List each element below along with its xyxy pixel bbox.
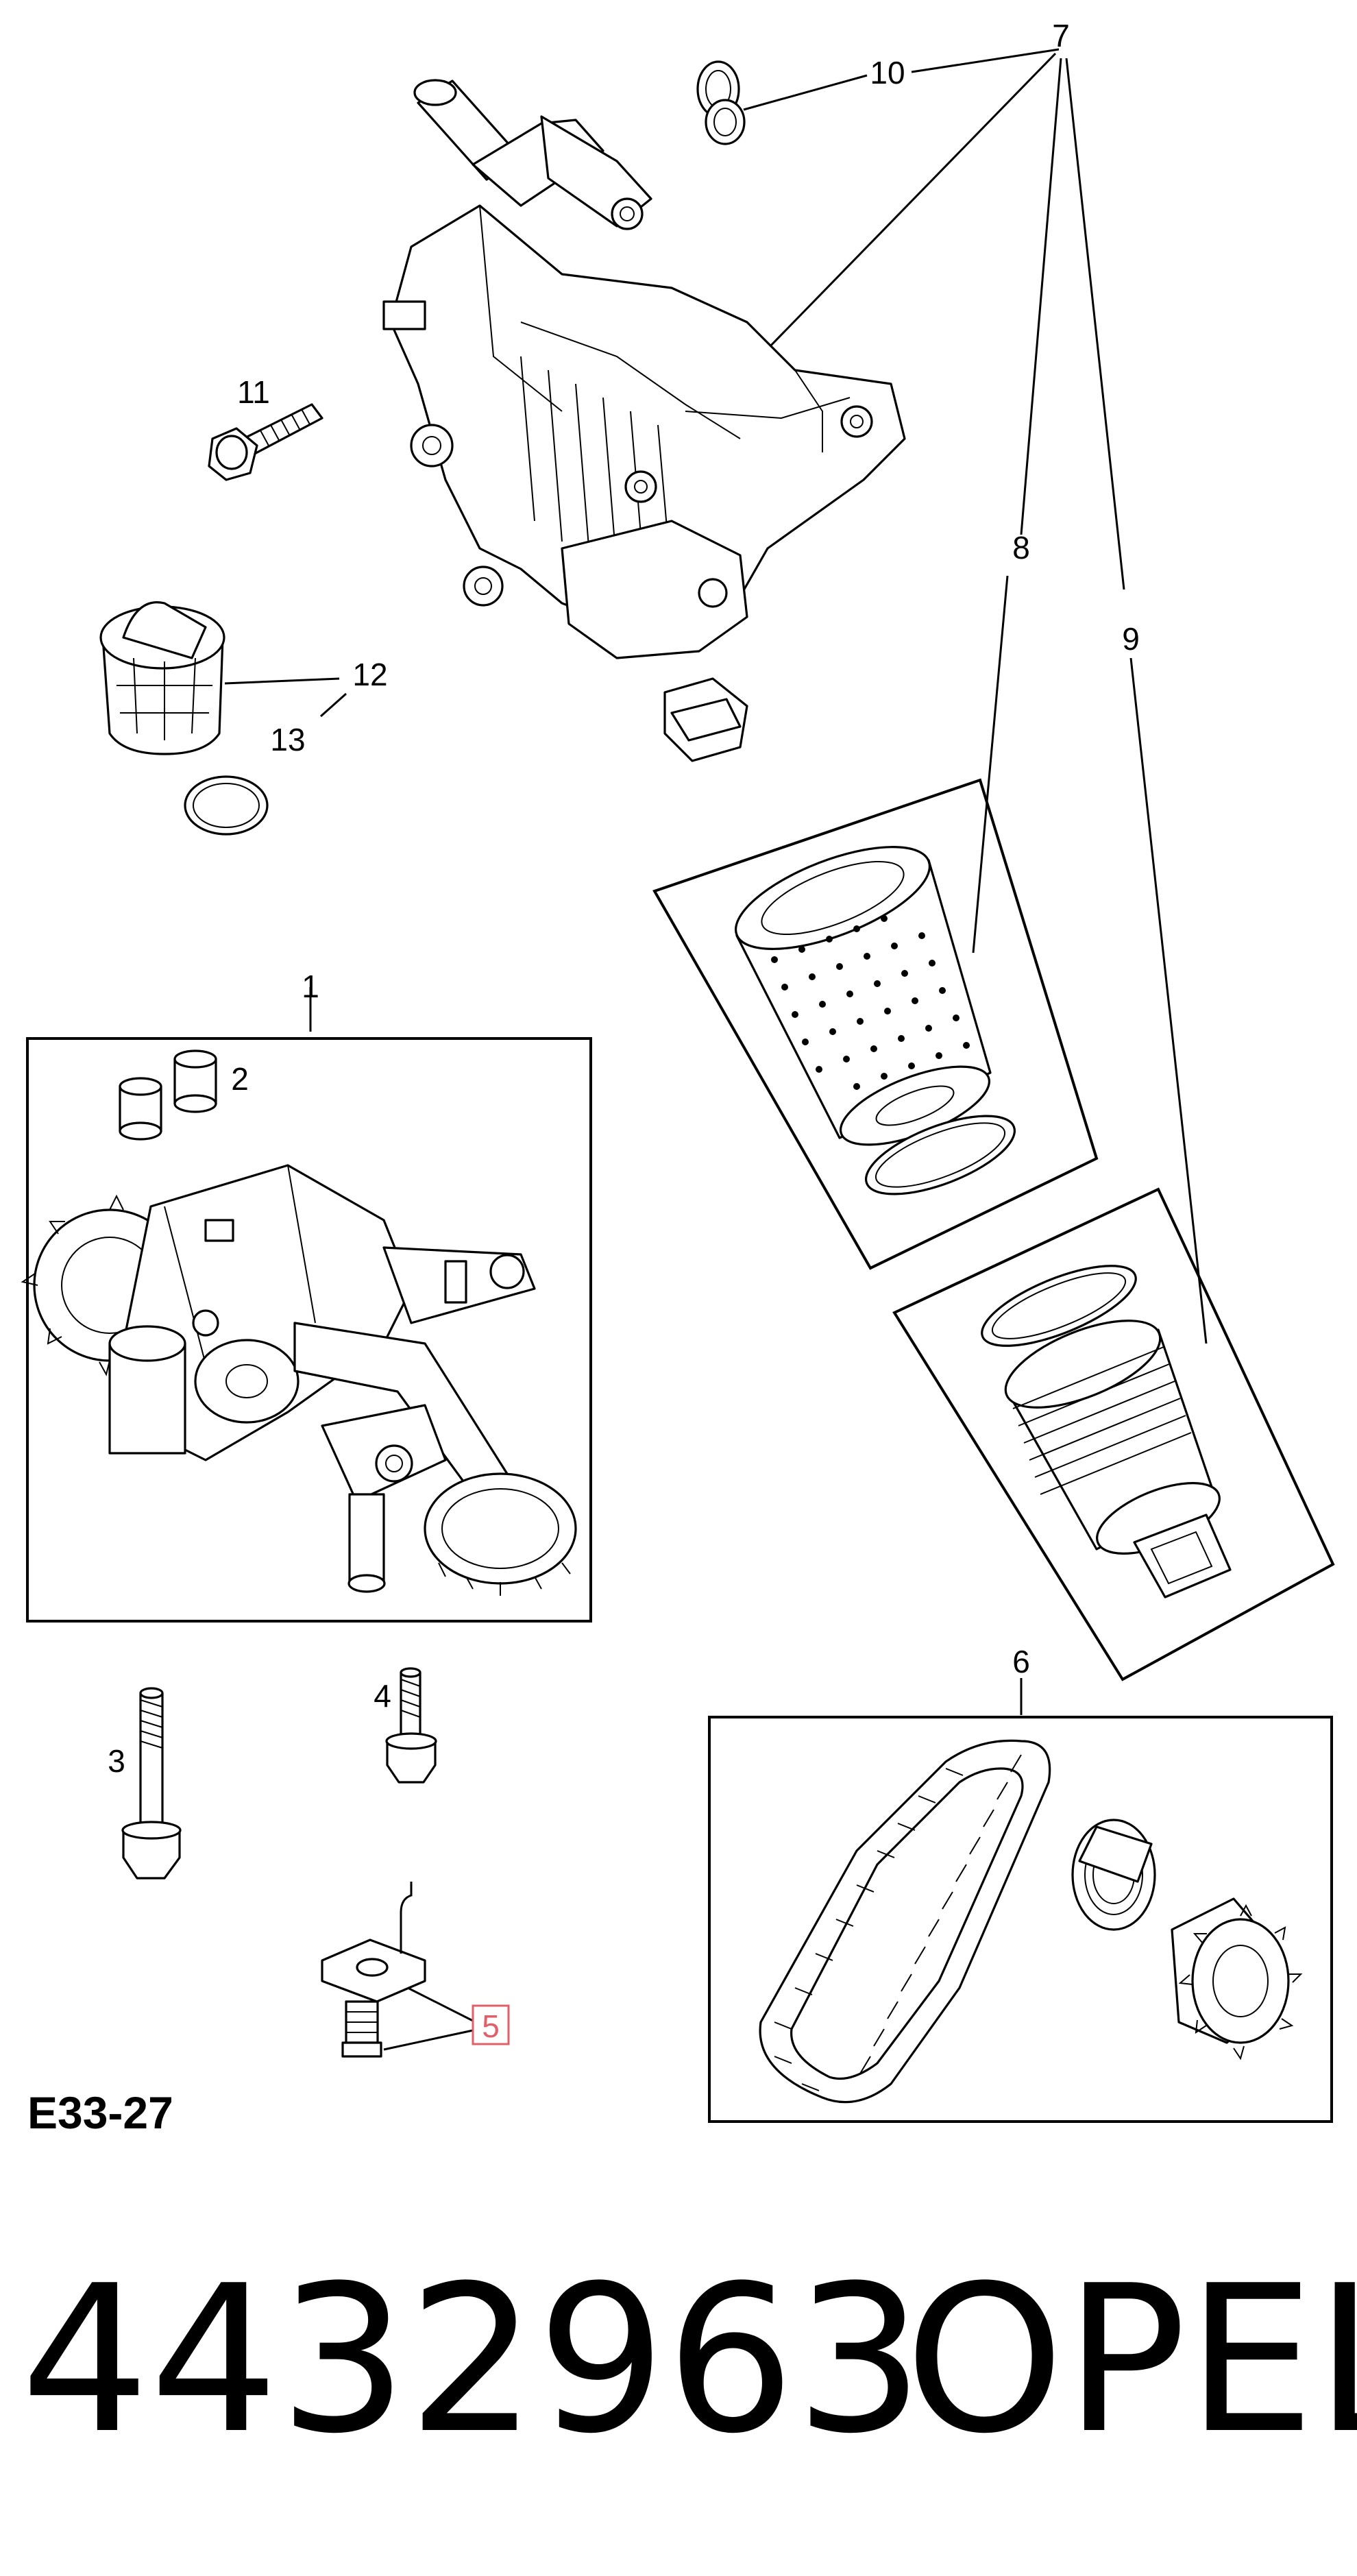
callout-7: 7 [1052, 18, 1070, 53]
callout-1: 1 [302, 969, 319, 1004]
timing-chain-box-part-6 [708, 1716, 1333, 2123]
callout-4: 4 [374, 1678, 391, 1714]
filter-element-box-part-8 [652, 778, 1099, 1270]
callout-13: 13 [270, 722, 305, 757]
callout-5-highlight [472, 2004, 510, 2045]
oil-pump-assembly [21, 1164, 577, 1596]
oil-filter-housing-part-7 [382, 79, 906, 762]
part-number: 4432963 [21, 2241, 924, 2478]
filter-element-seal-ring [864, 1115, 1016, 1195]
bolt-part-11 [208, 403, 323, 481]
sleeves-part-2 [119, 1049, 217, 1141]
brand-name: OPEL [905, 2241, 1357, 2478]
relief-valve-part-5 [321, 1882, 426, 2058]
callout-12: 12 [352, 657, 387, 692]
callout-10: 10 [870, 55, 905, 90]
oil-filler-cap-part-12 [99, 601, 225, 755]
callouts: 7 10 11 8 9 12 13 1 2 4 6 3 5 [108, 18, 1140, 2045]
seal-ring-part-10 [696, 60, 746, 145]
filter-element-cartridge [734, 846, 992, 1146]
callout-6: 6 [1012, 1644, 1030, 1679]
leader-lines [224, 48, 1208, 2051]
filter-cap-seal-ring [981, 1265, 1137, 1347]
callout-9: 9 [1122, 621, 1140, 657]
bolt-part-4 [385, 1667, 437, 1784]
o-ring-part-13 [184, 775, 269, 836]
oil-seal [1071, 1819, 1156, 1931]
figure-code: E33-27 [27, 2087, 173, 2138]
callout-2: 2 [231, 1061, 249, 1097]
filter-cap-threaded [1004, 1320, 1232, 1599]
oil-pump-box-part-1 [21, 1037, 592, 1623]
filter-cap-box-part-9 [892, 1187, 1335, 1681]
callout-5: 5 [482, 2008, 500, 2044]
callout-3: 3 [108, 1743, 125, 1779]
pump-sprocket [1171, 1897, 1303, 2061]
timing-chain [759, 1739, 1051, 2104]
callout-8: 8 [1012, 530, 1030, 566]
bolt-part-3 [121, 1687, 182, 1880]
callout-11: 11 [237, 374, 270, 410]
